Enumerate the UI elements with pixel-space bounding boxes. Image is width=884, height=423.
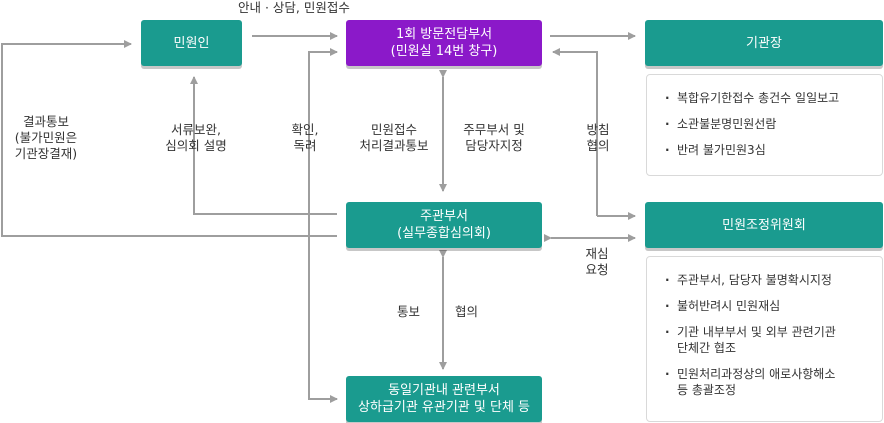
node-main-dept-line2: (실무종합심의회)	[397, 226, 491, 241]
node-committee: 민원조정위원회	[645, 202, 883, 248]
arrow-confirm-to-related	[308, 224, 338, 403]
label-result-notice-line1: 결과통보	[22, 114, 69, 129]
arrow-result-notice	[1, 40, 337, 237]
label-doc-supplement-line1: 서류보완,	[171, 122, 221, 137]
head-info-panel: 복합유기한접수 총건수 일일보고 소관불분명민원선람 반려 불가민원3심	[646, 74, 883, 176]
label-result-notice-line3: 기관장결재)	[14, 146, 78, 161]
label-confirm: 확인, 독려	[278, 122, 332, 154]
committee-info-item-line: 기관 내부부서 및 외부 관련기관	[677, 325, 836, 339]
label-reexam-line2: 요청	[585, 262, 609, 277]
committee-info-item: 불허반려시 민원재심	[665, 298, 882, 314]
label-guide: 안내 · 상담, 민원접수	[238, 0, 350, 15]
committee-info-item-line: 등 총괄조정	[677, 383, 737, 397]
head-info-item: 복합유기한접수 총건수 일일보고	[665, 90, 882, 106]
node-related-line1: 동일기관내 관련부서	[388, 383, 500, 398]
node-related-line2: 상하급기관 유관기관 및 단체 등	[357, 400, 530, 415]
node-visit-dept: 1회 방문전담부서 (민원실 14번 창구)	[346, 20, 542, 66]
label-consult: 협의	[455, 304, 479, 319]
head-info-item: 소관불분명민원선람	[665, 116, 882, 132]
node-visit-dept-line1: 1회 방문전담부서	[395, 27, 493, 42]
node-related: 동일기관내 관련부서 상하급기관 유관기관 및 단체 등	[346, 376, 542, 422]
node-citizen: 민원인	[141, 20, 242, 66]
label-result-notice: 결과통보 (불가민원은 기관장결재)	[4, 114, 88, 162]
label-assign: 주무부서 및 담당자지정	[452, 122, 536, 154]
label-assign-line2: 담당자지정	[465, 138, 523, 153]
label-notify: 통보	[397, 304, 421, 319]
node-visit-dept-line2: (민원실 14번 창구)	[390, 44, 498, 59]
node-main-dept: 주관부서 (실무종합심의회)	[346, 202, 542, 248]
arrow-doc-supplement	[190, 76, 337, 215]
label-policy-line2: 협의	[586, 138, 610, 153]
label-reexam-line1: 재심	[585, 246, 609, 261]
label-reexam: 재심 요청	[577, 246, 617, 278]
label-receipt-line1: 민원접수	[370, 122, 417, 137]
node-citizen-label: 민원인	[173, 35, 210, 51]
label-doc-supplement: 서류보완, 심의회 설명	[154, 122, 238, 154]
label-assign-line1: 주무부서 및	[463, 122, 525, 137]
label-result-notice-line2: (불가민원은	[14, 130, 78, 145]
arrow-policy-to-visit	[552, 48, 598, 216]
committee-info-panel: 주관부서, 담당자 불명확시지정 불허반려시 민원재심 기관 내부부서 및 외부…	[646, 256, 883, 422]
label-doc-supplement-line2: 심의회 설명	[165, 138, 227, 153]
label-receipt-line2: 처리결과통보	[359, 138, 429, 153]
label-policy: 방침 협의	[578, 122, 618, 154]
node-head: 기관장	[645, 20, 883, 66]
label-receipt: 민원접수 처리결과통보	[352, 122, 436, 154]
arrow-confirm-to-visit	[308, 48, 338, 224]
committee-info-item: 주관부서, 담당자 불명확시지정	[665, 272, 882, 288]
label-policy-line1: 방침	[586, 122, 610, 137]
committee-info-item: 기관 내부부서 및 외부 관련기관 단체간 협조	[665, 324, 882, 356]
committee-info-item-line: 민원처리과정상의 애로사항해소	[677, 367, 836, 381]
committee-info-item-line: 단체간 협조	[677, 341, 737, 355]
committee-info-list: 주관부서, 담당자 불명확시지정 불허반려시 민원재심 기관 내부부서 및 외부…	[665, 272, 882, 398]
label-confirm-line2: 독려	[293, 138, 317, 153]
label-confirm-line1: 확인,	[291, 122, 319, 137]
node-main-dept-line1: 주관부서	[420, 209, 468, 224]
head-info-list: 복합유기한접수 총건수 일일보고 소관불분명민원선람 반려 불가민원3심	[665, 90, 882, 158]
head-info-item: 반려 불가민원3심	[665, 142, 882, 158]
committee-info-item: 민원처리과정상의 애로사항해소 등 총괄조정	[665, 366, 882, 398]
node-head-label: 기관장	[746, 35, 782, 51]
node-committee-label: 민원조정위원회	[722, 217, 806, 233]
